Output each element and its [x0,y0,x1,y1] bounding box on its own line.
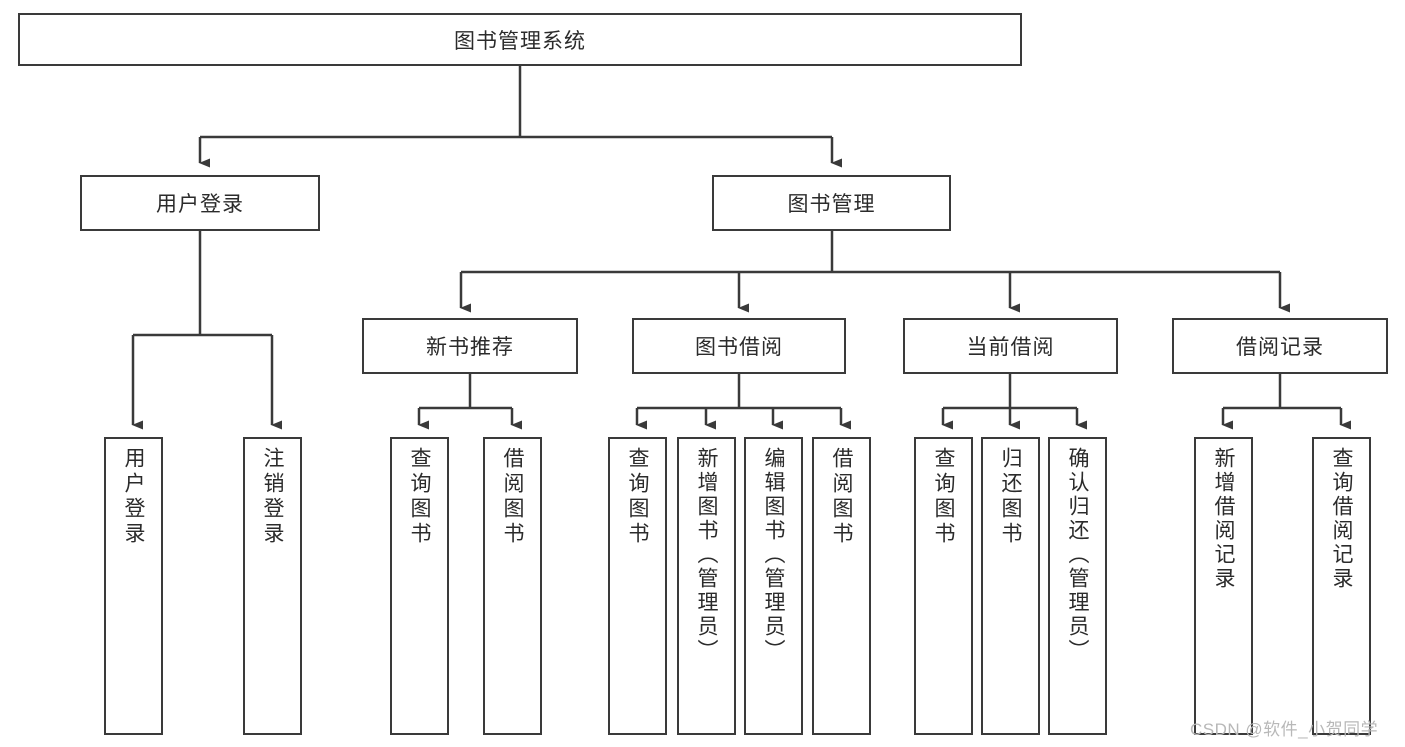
leaf-query-book-3[interactable]: 查询图书 [914,437,973,735]
node-current-borrow-label: 当前借阅 [966,336,1055,359]
node-user-login[interactable]: 用户登录 [80,175,320,231]
node-book-borrow[interactable]: 图书借阅 [632,318,846,374]
leaf-logout-login[interactable]: 注销登录 [243,437,302,735]
leaf-confirm-return[interactable]: 确认归还（管理员） [1048,437,1107,735]
csdn-watermark-text: CSDN @软件_小贺同学 [1190,720,1379,739]
leaf-logout-login-label: 注销登录 [261,447,284,547]
leaf-add-record[interactable]: 新增借阅记录 [1194,437,1253,735]
leaf-query-book-3-label: 查询图书 [932,447,955,547]
node-book-manage[interactable]: 图书管理 [712,175,951,231]
node-current-borrow[interactable]: 当前借阅 [903,318,1118,374]
leaf-query-book-2-label: 查询图书 [626,447,649,547]
node-user-login-label: 用户登录 [156,193,244,216]
node-borrow-record-label: 借阅记录 [1236,336,1324,359]
node-book-borrow-label: 图书借阅 [695,336,783,359]
node-root[interactable]: 图书管理系统 [18,13,1022,66]
leaf-borrow-book-1[interactable]: 借阅图书 [483,437,542,735]
leaf-return-book[interactable]: 归还图书 [981,437,1040,735]
leaf-borrow-book-2[interactable]: 借阅图书 [812,437,871,735]
node-book-manage-label: 图书管理 [787,193,876,216]
leaf-user-login-label: 用户登录 [122,447,145,547]
leaf-return-book-label: 归还图书 [999,447,1022,547]
leaf-add-record-label: 新增借阅记录 [1212,447,1235,591]
node-root-label: 图书管理系统 [454,29,586,53]
node-borrow-record[interactable]: 借阅记录 [1172,318,1388,374]
leaf-edit-book-label: 编辑图书（管理员） [762,447,785,663]
leaf-add-book[interactable]: 新增图书（管理员） [677,437,736,735]
leaf-user-login[interactable]: 用户登录 [104,437,163,735]
node-new-book-recommend-label: 新书推荐 [426,336,514,359]
leaf-add-book-label: 新增图书（管理员） [695,447,718,663]
leaf-query-book-1-label: 查询图书 [408,447,431,547]
leaf-edit-book[interactable]: 编辑图书（管理员） [744,437,803,735]
leaf-query-record-label: 查询借阅记录 [1330,447,1353,591]
node-new-book-recommend[interactable]: 新书推荐 [362,318,578,374]
leaf-query-book-2[interactable]: 查询图书 [608,437,667,735]
leaf-borrow-book-1-label: 借阅图书 [501,447,524,547]
leaf-query-book-1[interactable]: 查询图书 [390,437,449,735]
leaf-confirm-return-label: 确认归还（管理员） [1066,447,1089,663]
leaf-query-record[interactable]: 查询借阅记录 [1312,437,1371,735]
csdn-watermark: CSDN @软件_小贺同学 [1190,715,1378,740]
leaf-borrow-book-2-label: 借阅图书 [830,447,853,547]
